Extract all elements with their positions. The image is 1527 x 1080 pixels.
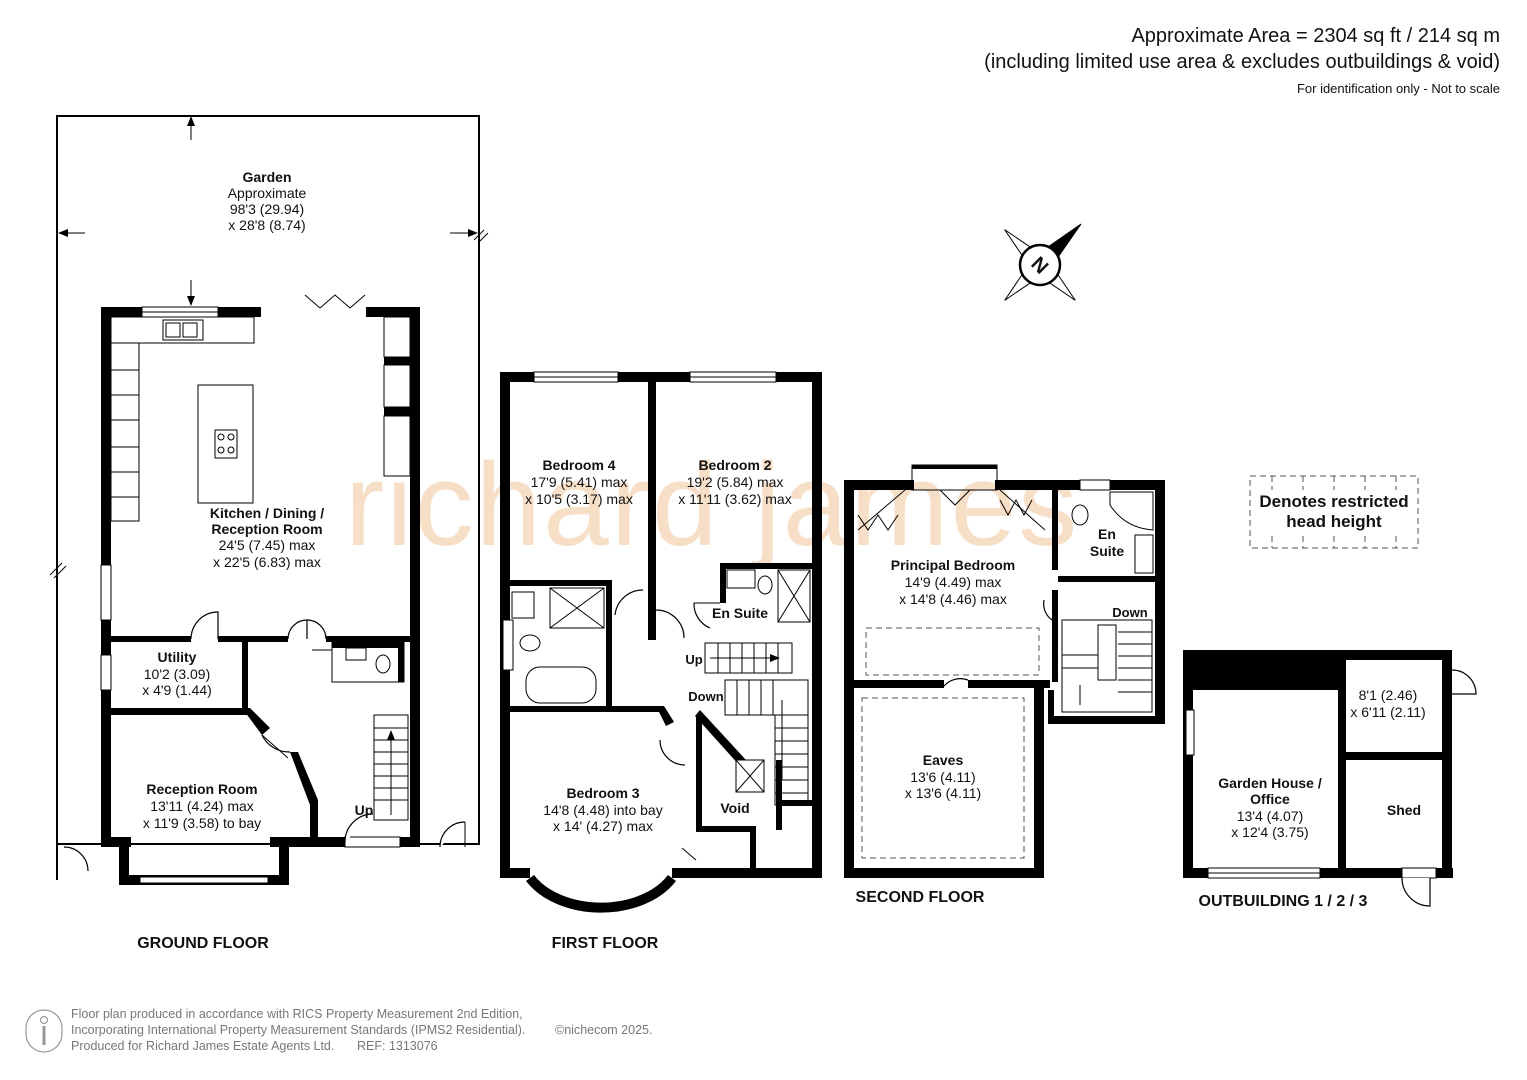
first-floor: Bedroom 4 17'9 (5.41) max x 10'5 (3.17) … xyxy=(500,371,822,952)
bedroom4-label: Bedroom 4 xyxy=(542,457,615,473)
restricted-height-legend: Denotes restricted head height xyxy=(1249,475,1419,549)
garden-boundary xyxy=(56,115,480,845)
kitchen-line2: x 22'5 (6.83) max xyxy=(213,554,321,570)
footer-ref: REF: 1313076 xyxy=(357,1039,438,1053)
reception-line1: 13'11 (4.24) max xyxy=(150,798,254,814)
garden-line3: x 28'8 (8.74) xyxy=(228,217,305,233)
garden-house-label-2: Office xyxy=(1250,791,1290,807)
eaves-line2: x 13'6 (4.11) xyxy=(905,785,981,801)
footer: Floor plan produced in accordance with R… xyxy=(25,1007,652,1053)
bedroom2-line1: 19'2 (5.84) max xyxy=(687,474,784,490)
area-heading: Approximate Area = 2304 sq ft / 214 sq m xyxy=(1131,25,1500,47)
garden-line2: 98'3 (29.94) xyxy=(230,201,304,217)
bedroom3-line1: 14'8 (4.48) into bay xyxy=(543,802,662,818)
principal-bedroom-label: Principal Bedroom xyxy=(891,557,1015,573)
ground-stairs xyxy=(373,714,409,821)
reception-line2: x 11'9 (3.58) to bay xyxy=(143,815,261,831)
bedroom3-label: Bedroom 3 xyxy=(566,785,639,801)
utility-line2: x 4'9 (1.44) xyxy=(142,682,212,698)
bedroom2-line2: x 11'11 (3.62) max xyxy=(678,491,791,507)
kitchen-label-2: Reception Room xyxy=(211,521,322,537)
principal-line2: x 14'8 (4.46) max xyxy=(899,591,1007,607)
bedroom2-label: Bedroom 2 xyxy=(698,457,771,473)
first-ensuite-label: En Suite xyxy=(712,605,768,621)
area-note: (including limited use area & excludes o… xyxy=(984,51,1500,73)
footer-copyright: ©nichecom 2025. xyxy=(555,1023,652,1037)
second-ensuite-label-1: En xyxy=(1098,526,1116,542)
void-label: Void xyxy=(720,800,749,816)
footer-line3: Produced for Richard James Estate Agents… xyxy=(71,1039,334,1053)
second-floor: Principal Bedroom 14'9 (4.49) max x 14'8… xyxy=(844,464,1165,906)
second-stairs-down: Down xyxy=(1112,605,1147,620)
kitchen-line1: 24'5 (7.45) max xyxy=(219,537,316,553)
reception-label: Reception Room xyxy=(146,781,257,797)
garden-label: Garden xyxy=(242,169,291,185)
utility-line1: 10'2 (3.09) xyxy=(144,666,211,682)
footer-line1: Floor plan produced in accordance with R… xyxy=(71,1007,523,1021)
identification-note: For identification only - Not to scale xyxy=(1297,81,1500,96)
eaves-line1: 13'6 (4.11) xyxy=(910,769,975,785)
eaves-label: Eaves xyxy=(923,752,964,768)
garden-house-label-1: Garden House / xyxy=(1218,775,1322,791)
bedroom3-line2: x 14' (4.27) max xyxy=(553,818,653,834)
bedroom4-line2: x 10'5 (3.17) max xyxy=(525,491,633,507)
utility-label: Utility xyxy=(158,649,197,665)
principal-line1: 14'9 (4.49) max xyxy=(905,574,1002,590)
legend-line1: Denotes restricted xyxy=(1259,492,1408,511)
shed-label: Shed xyxy=(1387,802,1421,818)
outbuildings: Garden House / Office 13'4 (4.07) x 12'4… xyxy=(1183,650,1477,910)
compass-icon: N xyxy=(1004,223,1082,301)
second-ensuite-label-2: Suite xyxy=(1090,543,1124,559)
first-stairs-up: Up xyxy=(685,652,702,667)
ground-stairs-up: Up xyxy=(355,802,374,818)
garden-house-line1: 13'4 (4.07) xyxy=(1237,808,1304,824)
garden-house-line2: x 12'4 (3.75) xyxy=(1231,824,1308,840)
first-floor-label: FIRST FLOOR xyxy=(552,935,659,952)
bedroom4-line1: 17'9 (5.41) max xyxy=(531,474,628,490)
kitchen-label-1: Kitchen / Dining / xyxy=(210,505,324,521)
footer-line2: Incorporating International Property Mea… xyxy=(71,1023,525,1037)
ground-floor-label: GROUND FLOOR xyxy=(137,935,269,952)
ground-floor: Garden Approximate 98'3 (29.94) x 28'8 (… xyxy=(49,115,489,952)
outbuildings-label: OUTBUILDING 1 / 2 / 3 xyxy=(1199,893,1368,910)
first-stairs-down: Down xyxy=(688,689,723,704)
store-line1: 8'1 (2.46) xyxy=(1359,687,1418,703)
garden-line1: Approximate xyxy=(228,185,307,201)
store-line2: x 6'11 (2.11) xyxy=(1350,704,1425,720)
second-stairs xyxy=(1061,619,1153,713)
first-stairs xyxy=(704,642,809,806)
legend-line2: head height xyxy=(1286,512,1382,531)
second-floor-label: SECOND FLOOR xyxy=(856,889,985,906)
